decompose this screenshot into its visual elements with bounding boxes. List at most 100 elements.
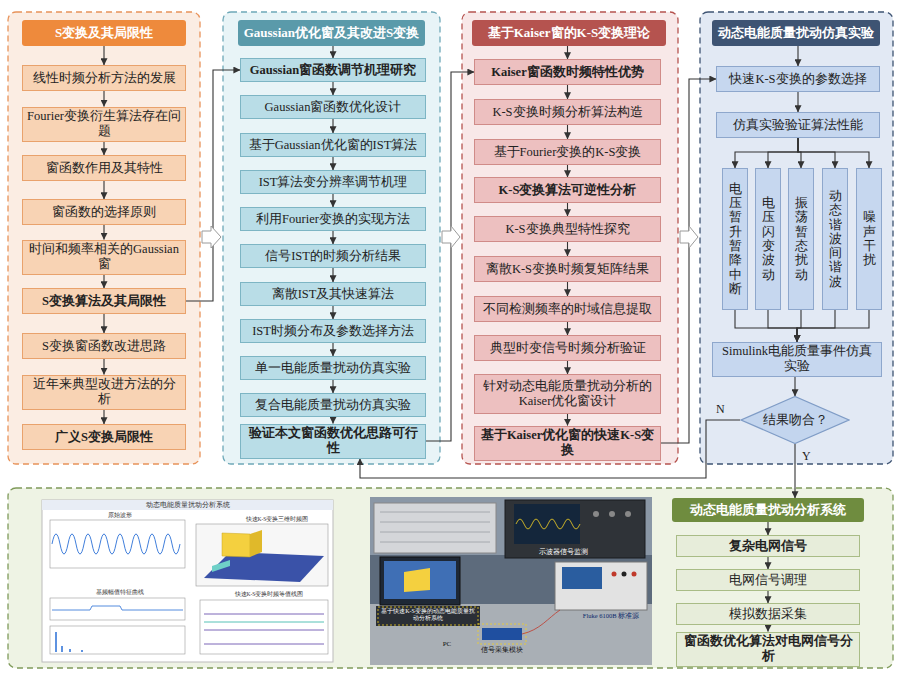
fluke-terminal [612, 572, 617, 577]
node-label: Fourier变换衍生算法存在问题 [27, 109, 181, 139]
hollow-arrow [442, 226, 460, 248]
connector-arrow [567, 46, 568, 59]
node-label: 利用Fourier变换的实现方法 [256, 212, 410, 227]
node-label: Gaussian窗函数优化设计 [265, 100, 402, 115]
process-box: 典型时变信号时频分析验证 [474, 335, 661, 361]
figure-caption-text: 原始波形 [85, 512, 155, 518]
process-box: 离散IST及其快速算法 [240, 282, 426, 306]
plot-axes [50, 626, 185, 654]
connector-arrow [186, 70, 240, 301]
section-header: 动态电能质量扰动分析系统 [672, 498, 864, 522]
process-box: 信号IST的时频分析结果 [240, 244, 426, 268]
connector-arrow [567, 242, 568, 256]
connector-arrow [735, 310, 797, 342]
process-box: Fourier变换衍生算法存在问题 [22, 107, 186, 142]
node-label: 线性时频分析方法的发展 [33, 71, 176, 86]
category-box: 噪声干扰 [856, 168, 882, 310]
connector-arrow [426, 72, 474, 441]
connector-arrow [797, 310, 801, 342]
connector-arrow [798, 138, 835, 168]
process-box: 单一电能质量扰动仿真实验 [240, 356, 426, 380]
process-box: 线性时频分析方法的发展 [22, 65, 186, 91]
equipment-rack [374, 503, 496, 553]
node-label: 典型时变信号时频分析验证 [490, 341, 646, 356]
process-box: 窗函数作用及其特性 [22, 155, 186, 181]
connector-arrow [567, 322, 568, 335]
signal-wire [522, 610, 560, 634]
contour-lines [204, 622, 324, 623]
connector-arrow [794, 377, 795, 397]
node-label: 电网信号调理 [729, 573, 807, 588]
laptop-display-plot [404, 568, 430, 592]
connector-arrow [103, 91, 104, 107]
connector-arrow [767, 591, 768, 603]
section-panel [700, 12, 893, 464]
figure-caption-text: 示波器信号监测 [528, 548, 598, 555]
process-box: 验证本文窗函数优化思路可行性 [240, 424, 426, 459]
node-label: 基于Kaiser窗的K-S变换理论 [488, 25, 651, 41]
node-label: Gaussian优化窗及其改进S变换 [244, 25, 420, 41]
process-box: 窗函数优化算法对电网信号分析 [676, 632, 860, 667]
process-box: K-S变换时频分析算法构造 [474, 99, 661, 125]
node-label: 动态电能质量扰动仿真实验 [718, 25, 874, 41]
node-label: 动态谐波间谐波 [829, 189, 842, 289]
surface-ridge [212, 560, 230, 572]
connector-arrow [661, 79, 716, 443]
node-label: 广义S变换局限性 [55, 430, 153, 445]
connector-arrow [103, 142, 104, 156]
node-label: 结果吻合？ [763, 413, 828, 428]
node-label: 快速K-S变换的参数选择 [729, 72, 866, 87]
process-box: K-S变换典型特性探究 [474, 216, 661, 242]
diamond-shape [741, 396, 849, 443]
process-box: 基于Gaussian优化窗的IST算法 [240, 133, 426, 157]
node-label: S变换窗函数改进思路 [42, 339, 166, 354]
connector-arrow [567, 361, 568, 374]
section-header: 动态电能质量扰动仿真实验 [712, 20, 880, 46]
process-box: Gaussian窗函数优化设计 [240, 95, 426, 119]
node-label: 电压暂升暂降中断 [729, 182, 742, 296]
software-screenshot [42, 500, 333, 662]
node-label: 单一电能质量扰动仿真实验 [255, 361, 411, 376]
figure-caption-text: PC [436, 640, 458, 648]
node-label: 模拟数据采集 [729, 607, 807, 622]
connector-arrow [103, 359, 104, 375]
node-label: K-S变换算法可逆性分析 [499, 183, 637, 198]
node-label: 动态电能质量扰动分析系统 [690, 502, 846, 518]
node-label: 复杂电网信号 [729, 539, 807, 554]
node-label: 针对动态电能质量扰动分析的Kaiser优化窗设计 [479, 379, 656, 409]
process-box: 时间和频率相关的Gaussian窗 [22, 240, 186, 275]
surface-floor [204, 552, 324, 582]
node-label: S变换算法及其局限性 [42, 294, 166, 309]
node-label: 电压闪变波动 [762, 196, 775, 282]
node-label: Simulink电能质量事件仿真实验 [717, 344, 877, 374]
edge-label: Y [800, 450, 813, 463]
contour-lines [204, 614, 324, 644]
node-label: 离散IST及其快速算法 [272, 287, 395, 302]
photo-background [370, 497, 652, 665]
connector-arrow [798, 138, 869, 168]
figure-caption-text: 动态电能质量扰动分析系统 [100, 501, 275, 508]
figure-caption-text: Fluke 6100B 标准源 [575, 612, 647, 619]
process-box: 针对动态电能质量扰动分析的Kaiser优化窗设计 [474, 374, 661, 414]
hollow-arrow [680, 226, 698, 248]
connector-arrow [332, 46, 333, 58]
node-label: 基于Fourier变换的K-S变换 [494, 145, 642, 160]
process-box: 基于Fourier变换的K-S变换 [474, 139, 661, 165]
process-box: 广义S变换局限性 [22, 424, 186, 450]
figure-caption-text: 信号采集模块 [472, 646, 532, 653]
process-box: IST时频分布及参数选择方法 [240, 319, 426, 343]
fluke-terminal [632, 572, 637, 577]
laptop-base [376, 606, 480, 626]
process-box: 利用Fourier变换的实现方法 [240, 207, 426, 231]
connector-arrow [797, 46, 798, 66]
plot-axes [50, 598, 185, 620]
section-header: S变换及其局限性 [22, 20, 186, 46]
node-label: 窗函数优化算法对电网信号分析 [681, 634, 855, 664]
connector-arrow [567, 125, 568, 139]
fluke-screen [562, 567, 602, 589]
process-box: 电网信号调理 [676, 569, 860, 591]
laptop-screen [380, 557, 460, 605]
section-panel [223, 12, 440, 464]
